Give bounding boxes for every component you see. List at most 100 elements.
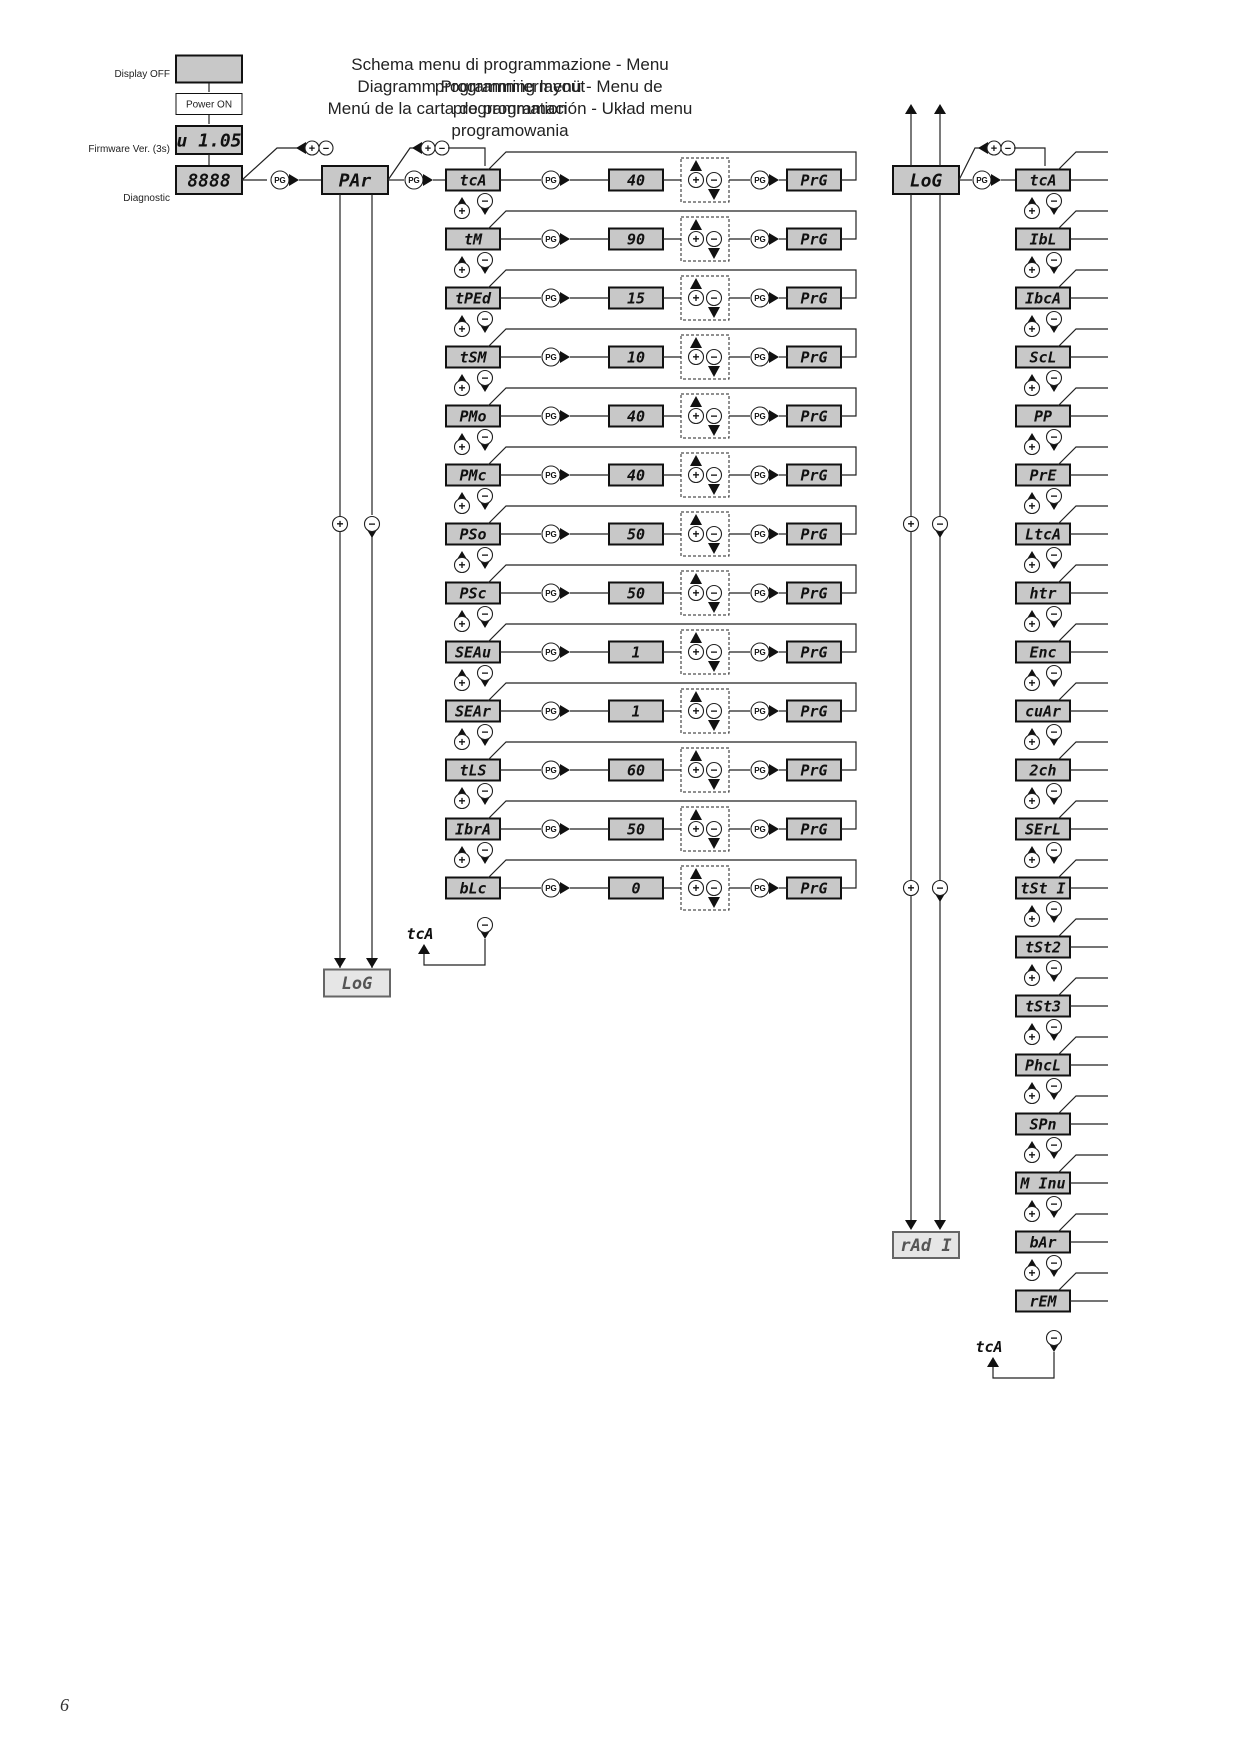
- display-text: PrG: [800, 643, 827, 661]
- svg-text:+: +: [1028, 794, 1035, 808]
- display-text: tSt I: [1020, 879, 1065, 897]
- log-item-display-20[interactable]: rEM: [1015, 1289, 1071, 1313]
- plus-up-icon: +: [1023, 610, 1041, 633]
- par-item-code-display[interactable]: tcA: [445, 168, 501, 192]
- svg-text:−: −: [481, 843, 488, 857]
- log-item-display-15[interactable]: tSt3: [1015, 994, 1071, 1018]
- svg-text:+: +: [1028, 1207, 1035, 1221]
- svg-text:−: −: [1050, 312, 1057, 326]
- svg-text:+: +: [1028, 204, 1035, 218]
- svg-text:−: −: [481, 918, 488, 932]
- prg-confirm-display: PrG: [786, 876, 842, 900]
- firmware-version-display: u 1.05: [175, 125, 243, 155]
- svg-text:+: +: [692, 704, 699, 718]
- svg-text:−: −: [1050, 430, 1057, 444]
- prg-confirm-display: PrG: [786, 522, 842, 546]
- value-adjust-icon: +−: [680, 393, 730, 439]
- svg-text:−: −: [1050, 1256, 1057, 1270]
- svg-text:−: −: [710, 881, 717, 895]
- par-item-code-display[interactable]: tLS: [445, 758, 501, 782]
- log-item-display-14[interactable]: tSt2: [1015, 935, 1071, 959]
- log-item-display-16[interactable]: PhcL: [1015, 1053, 1071, 1077]
- svg-text:+: +: [458, 322, 465, 336]
- par-item-value-display: 10: [608, 345, 664, 369]
- log-menu-display[interactable]: LoG: [892, 165, 960, 195]
- minus-down-icon: −: [363, 515, 381, 538]
- log-item-display-13[interactable]: tSt I: [1015, 876, 1071, 900]
- pg-button-icon: PG: [750, 347, 779, 367]
- minus-down-icon: −: [1045, 1195, 1063, 1218]
- log-item-display-5[interactable]: PP: [1015, 404, 1071, 428]
- pg-button-icon: PG: [972, 170, 1001, 190]
- svg-text:−: −: [481, 194, 488, 208]
- pg-button-icon: PG: [750, 288, 779, 308]
- par-item-code-display[interactable]: SEAu: [445, 640, 501, 664]
- par-item-code-display[interactable]: PSc: [445, 581, 501, 605]
- log-item-display-17[interactable]: SPn: [1015, 1112, 1071, 1136]
- minus-down-icon: −: [476, 369, 494, 392]
- log-item-display-3[interactable]: IbcA: [1015, 286, 1071, 310]
- log-item-display-4[interactable]: ScL: [1015, 345, 1071, 369]
- plus-up-icon: +: [453, 787, 471, 810]
- log-item-display-1[interactable]: tcA: [1015, 168, 1071, 192]
- par-item-code-display[interactable]: tM: [445, 227, 501, 251]
- par-item-code-display[interactable]: tPEd: [445, 286, 501, 310]
- svg-text:−: −: [1050, 725, 1057, 739]
- svg-text:−: −: [1050, 666, 1057, 680]
- plus-up-icon: +: [453, 610, 471, 633]
- log-item-display-10[interactable]: cuAr: [1015, 699, 1071, 723]
- prg-confirm-display: PrG: [786, 640, 842, 664]
- par-item-code-display[interactable]: PSo: [445, 522, 501, 546]
- log-item-display-6[interactable]: PrE: [1015, 463, 1071, 487]
- arrow-down-icon: [334, 958, 346, 968]
- par-item-code-display[interactable]: PMo: [445, 404, 501, 428]
- minus-down-icon: −: [1045, 251, 1063, 274]
- log-item-display-7[interactable]: LtcA: [1015, 522, 1071, 546]
- value-adjust-icon: +−: [680, 570, 730, 616]
- plus-up-icon: +: [1023, 492, 1041, 515]
- log-return-line: [1057, 918, 1108, 938]
- display-text: LoG: [342, 974, 373, 994]
- svg-text:+: +: [458, 558, 465, 572]
- svg-text:−: −: [481, 489, 488, 503]
- svg-text:−: −: [481, 725, 488, 739]
- log-item-display-8[interactable]: htr: [1015, 581, 1071, 605]
- log-item-display-11[interactable]: 2ch: [1015, 758, 1071, 782]
- svg-text:−: −: [1050, 1020, 1057, 1034]
- pg-button-icon: PG: [750, 760, 779, 780]
- plus-up-icon: +: [1023, 669, 1041, 692]
- par-item-value-display: 40: [608, 168, 664, 192]
- display-text: PrG: [800, 348, 827, 366]
- minus-down-icon: −: [476, 310, 494, 333]
- svg-text:+: +: [692, 350, 699, 364]
- log-item-display-18[interactable]: M Inu: [1015, 1171, 1071, 1195]
- par-return-line: [487, 682, 857, 712]
- log-item-display-12[interactable]: SErL: [1015, 817, 1071, 841]
- svg-text:PG: PG: [545, 294, 557, 303]
- par-item-code-display[interactable]: SEAr: [445, 699, 501, 723]
- par-item-code-display[interactable]: PMc: [445, 463, 501, 487]
- svg-text:+: +: [692, 586, 699, 600]
- svg-text:+: +: [1028, 735, 1035, 749]
- par-item-code-display[interactable]: bLc: [445, 876, 501, 900]
- svg-text:+: +: [1028, 558, 1035, 572]
- display-text: ScL: [1029, 348, 1056, 366]
- pg-button-icon: PG: [750, 642, 779, 662]
- plus-up-icon: +: [1023, 1259, 1041, 1282]
- log-return-line: [1057, 859, 1108, 879]
- par-item-code-display[interactable]: IbrA: [445, 817, 501, 841]
- plus-up-icon: +: [1023, 197, 1041, 220]
- par-item-code-display[interactable]: tSM: [445, 345, 501, 369]
- svg-text:+: +: [1028, 1148, 1035, 1162]
- log-item-display-2[interactable]: IbL: [1015, 227, 1071, 251]
- par-menu-display[interactable]: PAr: [321, 165, 389, 195]
- log-item-display-19[interactable]: bAr: [1015, 1230, 1071, 1254]
- svg-text:PG: PG: [754, 294, 766, 303]
- svg-text:+: +: [458, 617, 465, 631]
- display-text: 1: [631, 702, 640, 720]
- svg-text:−: −: [1050, 194, 1057, 208]
- svg-text:+: +: [458, 499, 465, 513]
- display-off-label: Display OFF: [114, 69, 170, 80]
- par-item-value-display: 1: [608, 699, 664, 723]
- log-item-display-9[interactable]: Enc: [1015, 640, 1071, 664]
